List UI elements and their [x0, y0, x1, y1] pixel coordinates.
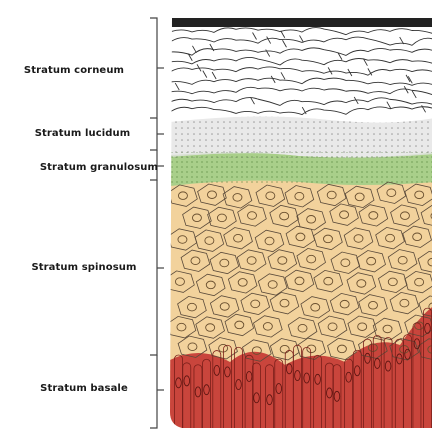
- layer-brackets: [150, 18, 164, 428]
- surface-band: [170, 16, 435, 27]
- label-stratum-basale: Stratum basale: [0, 383, 168, 394]
- label-stratum-lucidum: Stratum lucidum: [0, 128, 165, 139]
- label-stratum-granulosum: Stratum granulosum: [0, 162, 158, 173]
- label-stratum-spinosum: Stratum spinosum: [0, 262, 168, 273]
- label-stratum-corneum: Stratum corneum: [0, 65, 148, 76]
